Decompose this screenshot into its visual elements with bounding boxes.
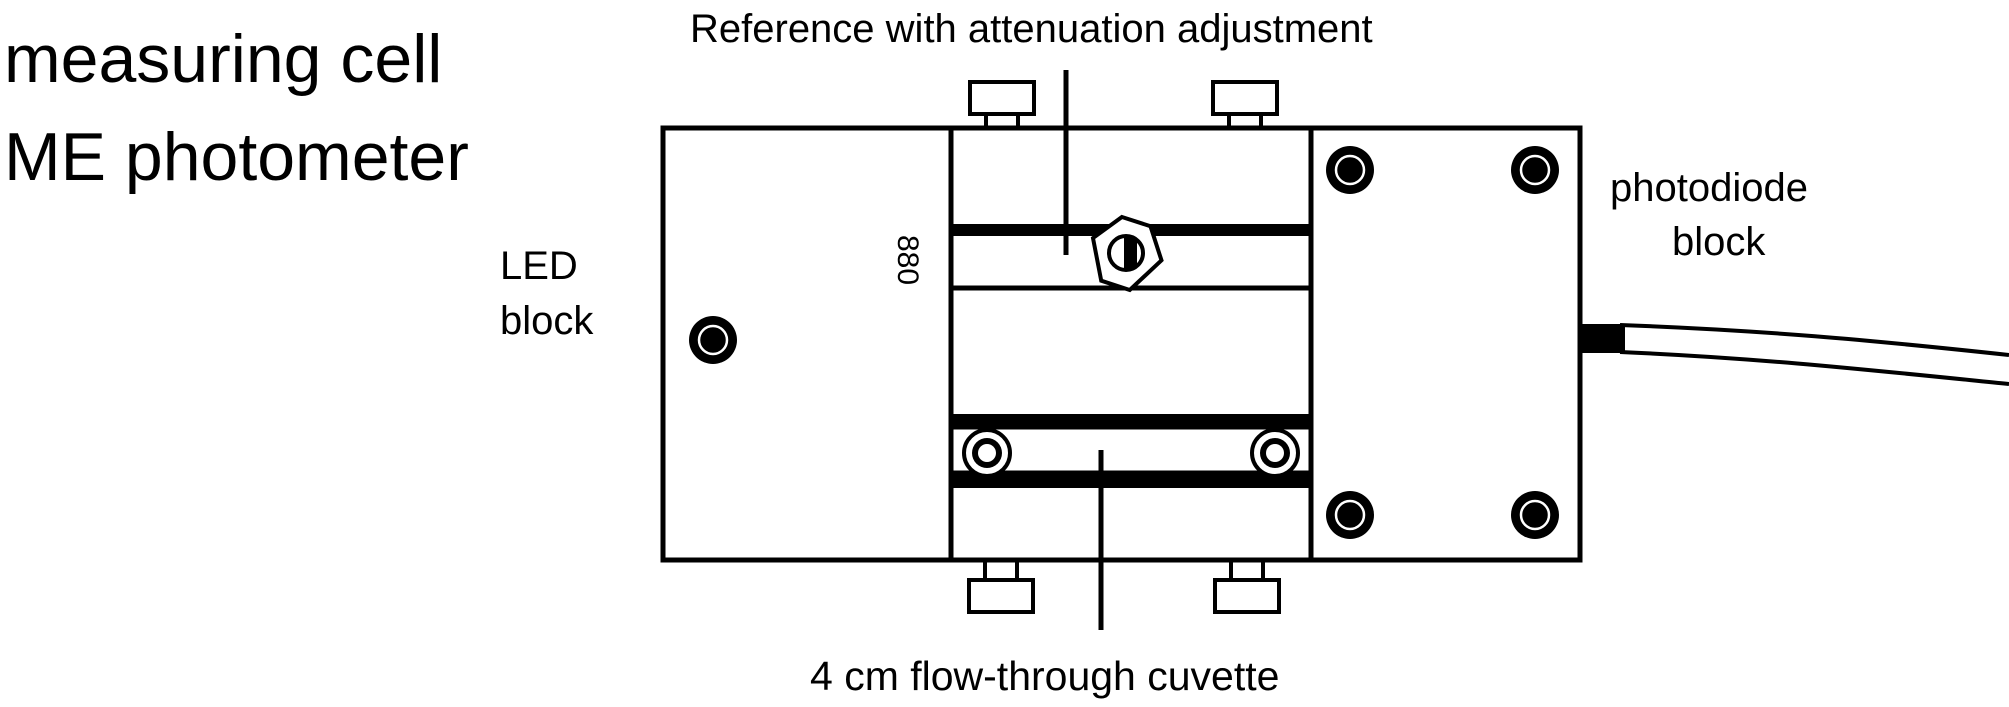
reference-label: Reference with attenuation adjustment <box>690 7 1373 51</box>
serial-number: 880 <box>891 235 924 285</box>
cuvette-port-left-icon <box>962 428 1012 478</box>
led-block-label-line-2: block <box>500 299 594 343</box>
led-block-label-line-1: LED <box>500 244 578 288</box>
photodiode-screw-top-left-icon <box>1326 146 1374 194</box>
cable <box>1580 323 2009 386</box>
clamp-screw-bottom-left <box>967 558 1035 614</box>
led-block-screw-icon <box>689 316 737 364</box>
photodiode-screw-bottom-right-icon <box>1511 491 1559 539</box>
photodiode-block-label-line-1: photodiode <box>1610 166 1808 210</box>
clamp-screw-top-left <box>968 80 1036 130</box>
led-block <box>660 125 954 563</box>
photodiode-screw-bottom-left-icon <box>1326 491 1374 539</box>
photodiode-block <box>1308 125 1583 563</box>
cuvette-label: 4 cm flow-through cuvette <box>810 653 1279 699</box>
reference-channel <box>951 70 1311 293</box>
title-line-1: measuring cell <box>4 21 442 97</box>
clamp-screw-top-right <box>1211 80 1279 130</box>
clamp-screw-bottom-right <box>1213 558 1281 614</box>
title-line-2: ME photometer <box>4 119 469 195</box>
cuvette-port-right-icon <box>1250 428 1300 478</box>
attenuation-screw-icon <box>1090 214 1164 293</box>
flow-through-cuvette <box>949 414 1313 630</box>
photodiode-block-label-line-2: block <box>1672 220 1766 264</box>
cuvette-holder-block: 880 <box>891 70 1314 630</box>
photodiode-screw-top-right-icon <box>1511 146 1559 194</box>
